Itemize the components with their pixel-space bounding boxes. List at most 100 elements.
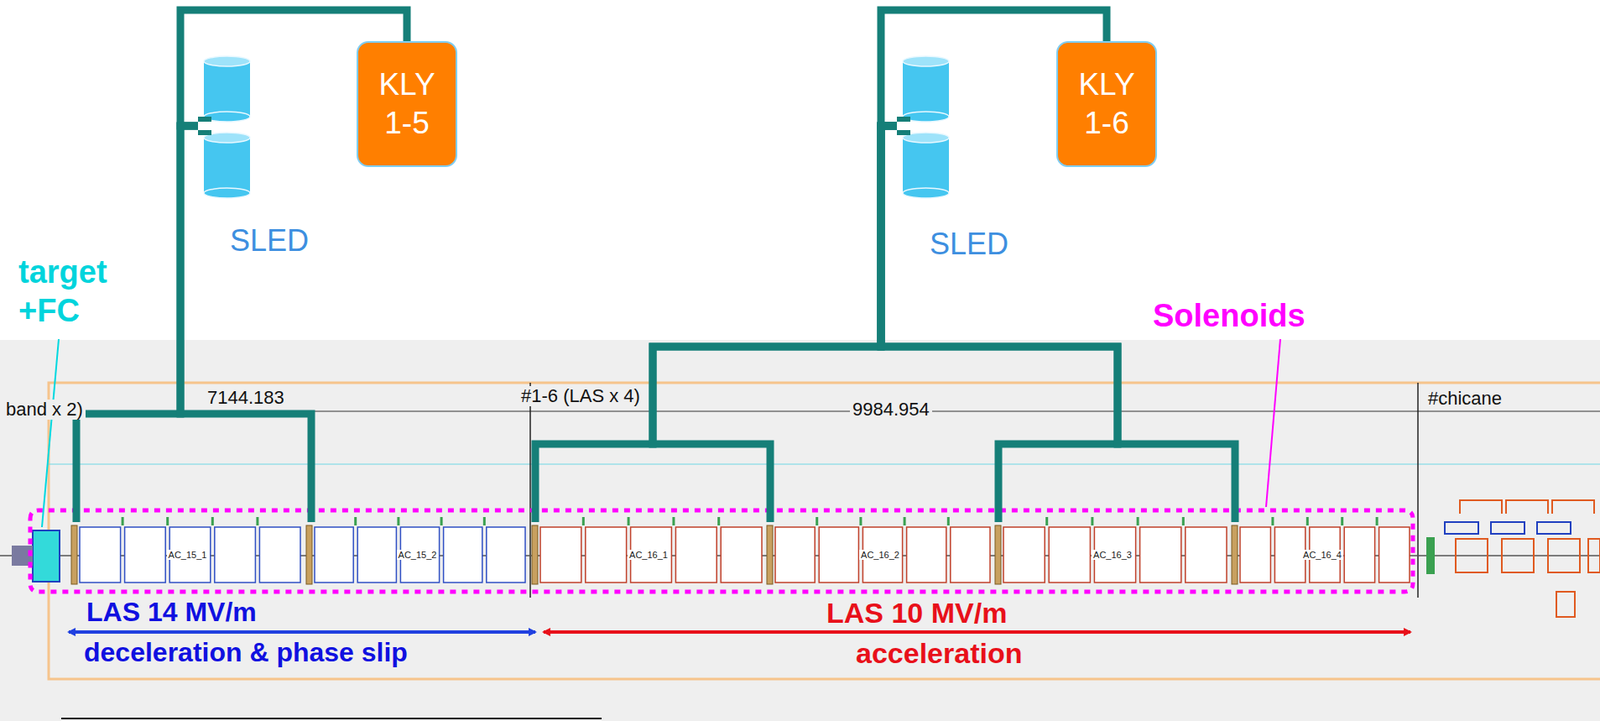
vacuum-pump [1556, 591, 1575, 617]
solenoid-marker [582, 516, 585, 526]
sled-cylinders [896, 52, 956, 204]
waveguide [880, 125, 1118, 522]
cylinder-base [203, 187, 251, 199]
cavity-cell [1344, 526, 1375, 583]
range-arrow [543, 630, 1411, 634]
cavity-cell [1048, 526, 1090, 583]
solenoid-marker [440, 516, 443, 526]
cavity-cell [1003, 526, 1045, 583]
solenoid-marker [1306, 516, 1309, 526]
solenoid-marker [903, 516, 907, 526]
solenoid-marker [1271, 516, 1274, 526]
structure-label: AC_15_1 [166, 549, 209, 560]
cavity-cell [125, 526, 167, 583]
cylinder-body [203, 61, 251, 117]
dipole [1455, 538, 1488, 573]
flange [995, 525, 1001, 584]
sled-cavity: SLED [896, 52, 1015, 262]
cavity-cell [775, 526, 815, 583]
sled-cylinders [198, 52, 257, 204]
range-arrow [68, 630, 536, 634]
quadrupole [1537, 521, 1571, 534]
steering-magnet [1426, 536, 1435, 574]
klystron-label: KLY 1-6 [1064, 65, 1149, 144]
annotation-label: deceleration & phase slip [83, 637, 408, 668]
solenoid-marker [859, 516, 862, 526]
accelerating-structure: AC_16_3 [995, 521, 1230, 588]
cavity-cell [357, 526, 397, 583]
solenoid-marker [947, 516, 950, 526]
waveguide-tee [896, 119, 911, 133]
flange [71, 525, 78, 584]
tunnel-band [0, 339, 1600, 721]
structure-label: AC_16_1 [627, 549, 670, 560]
annotation-label: LAS 10 MV/m [826, 597, 1007, 629]
sled-label: SLED [229, 223, 309, 259]
waveguide-tee [198, 119, 212, 133]
accelerating-structure: AC_15_2 [306, 521, 529, 588]
structure-label: AC_16_4 [1301, 549, 1344, 560]
cavity-cell [1185, 526, 1227, 583]
solenoid-marker [354, 516, 357, 526]
solenoid-marker [672, 516, 675, 526]
cavity-cell [675, 526, 717, 583]
solenoid-marker [121, 516, 125, 526]
solenoid-marker [815, 516, 819, 526]
target-block [32, 530, 60, 582]
cavity-cell [585, 526, 627, 583]
solenoid-marker [255, 516, 259, 526]
sled-cavity: SLED [198, 52, 316, 262]
flange [1231, 525, 1238, 584]
section-boundary [1417, 382, 1419, 598]
klystron-box: KLY 1-5 [356, 41, 458, 167]
waveguide [180, 125, 312, 522]
accelerating-structure: AC_16_4 [1231, 521, 1413, 588]
solenoid-marker [1090, 516, 1094, 526]
cavity-cell [314, 526, 354, 583]
klystron-label: KLY 1-5 [364, 65, 449, 144]
waveguide [652, 125, 897, 522]
accelerating-structure: AC_16_2 [766, 521, 994, 588]
cylinder-base [902, 187, 949, 199]
cavity-cell [1379, 526, 1410, 583]
cavity-cell [486, 526, 526, 583]
cylinder-top [902, 56, 949, 67]
solenoid-marker [627, 516, 631, 526]
structure-label: AC_15_2 [396, 549, 439, 560]
flange [306, 525, 313, 584]
solenoid-marker [717, 516, 720, 526]
annotation-label: 9984.954 [849, 399, 933, 420]
chicane-magnets [1426, 500, 1600, 617]
cavity-cell [1140, 526, 1182, 583]
cylinder-top [203, 56, 251, 67]
chicane-bracket [1459, 500, 1595, 514]
annotation-label: Solenoids [1152, 298, 1306, 334]
solenoid-marker [1182, 516, 1185, 526]
accelerating-structure: AC_15_1 [71, 521, 304, 588]
solenoid-marker [1340, 516, 1344, 526]
cavity-cells [71, 516, 1410, 584]
cylinder-body [203, 137, 251, 193]
flange [531, 525, 538, 584]
flange [766, 525, 773, 584]
cavity-cell [818, 526, 859, 583]
quadrupole [1490, 521, 1525, 534]
solenoid-marker [211, 516, 214, 526]
solenoid-marker [1375, 516, 1379, 526]
structure-label: AC_16_2 [859, 549, 902, 560]
annotation-label: #chicane [1425, 388, 1505, 409]
waveguide [535, 125, 897, 522]
sled-label: SLED [929, 226, 1009, 262]
cylinder-body [902, 137, 949, 193]
annotation-label: #1-6 (LAS x 4) [518, 385, 643, 407]
solenoid-region [30, 510, 1413, 592]
reference-line [48, 463, 1600, 465]
accelerating-structure: AC_16_1 [531, 521, 766, 588]
cavity-cell [906, 526, 947, 583]
solenoid-marker [483, 516, 486, 526]
cylinder-body [902, 61, 949, 117]
klystron-box: KLY 1-6 [1056, 41, 1158, 167]
annotation-label: LAS 14 MV/m [86, 597, 257, 627]
dipole [1547, 538, 1580, 573]
